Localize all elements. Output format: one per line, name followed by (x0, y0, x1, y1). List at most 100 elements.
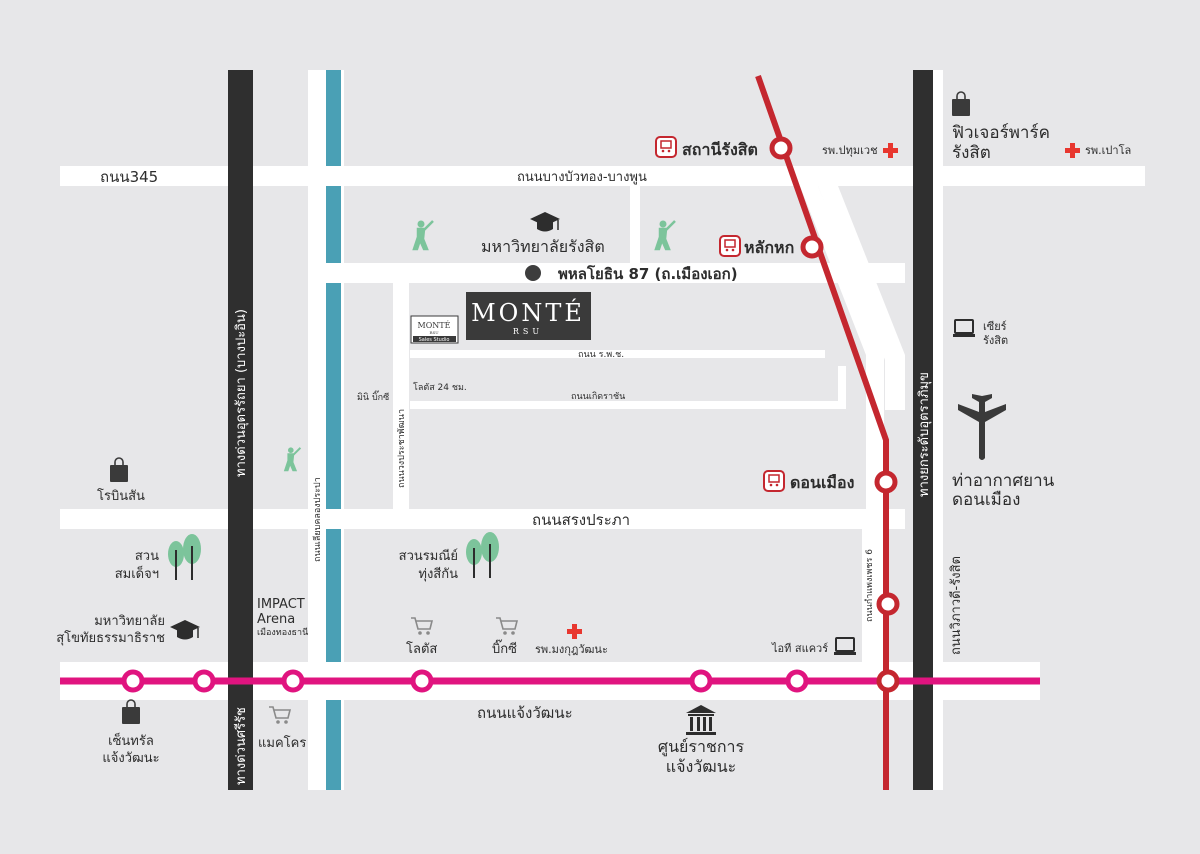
road-vibhavadi-rangsit (933, 70, 943, 790)
poi-label-patumvech: รพ.ปทุมเวช (822, 144, 878, 157)
poi-zeer-rangsit: เซียร์ รังสิต (953, 319, 1008, 347)
canal-crossing-2 (326, 263, 341, 283)
poi-rangsit-university: มหาวิทยาลัยรังสิต (481, 212, 605, 256)
poi-label-stou-2: สุโขทัยธรรมาธิราช (56, 630, 165, 646)
road-label-udon-rattaya: ทางด่วนอุดรรัถยา (บางปะอิน) (234, 309, 249, 477)
hospital-cross-icon (567, 624, 582, 639)
road-label-bangbuathong: ถนนบางบัวทอง-บางพูน (517, 170, 647, 185)
poi-robinson: โรบินสัน (97, 457, 145, 504)
pink-station-2 (192, 669, 216, 693)
canal-crossing-1 (326, 166, 341, 186)
road-phahonyothin-87 (335, 263, 905, 283)
road-label-prachaphatthana: ถนนวงประชาพัฒนา (397, 409, 407, 488)
shopping-bag-icon (122, 699, 140, 724)
poi-label-mongkut: รพ.มงกุฎวัฒนะ (535, 643, 608, 656)
poi-label-stou-1: มหาวิทยาลัย (94, 614, 165, 629)
poi-label-lotus: โลตัส (406, 641, 437, 657)
poi-central-chaengwattana: เซ็นทรัล แจ้งวัฒนะ (102, 699, 160, 766)
road-connector-2 (838, 366, 846, 409)
shopping-bag-icon (110, 457, 128, 482)
poi-label-somdet-1: สวน (135, 549, 159, 564)
hospital-cross-icon (1065, 143, 1080, 158)
shopping-cart-icon (496, 617, 519, 635)
expressway-uttaraphimuk (913, 70, 933, 790)
poi-patumvech-hospital: รพ.ปทุมเวช (822, 143, 898, 158)
road-kamphaeng-phet-6 (800, 186, 884, 662)
road-songprapa (60, 509, 905, 529)
train-icon (655, 136, 677, 158)
road-label-uttaraphimuk: ทางยกระดับอุตราภิมุข (917, 372, 932, 497)
station-label-don-mueang: ดอนเมือง (790, 473, 854, 492)
poi-impact-arena: IMPACT Arena เมืองทองธานี (257, 597, 308, 638)
graduation-cap-icon (170, 620, 200, 640)
poi-don-mueang-airport: ท่าอากาศยาน ดอนเมือง (952, 394, 1055, 510)
red-station-interchange (876, 669, 900, 693)
poi-label-future-park-1: ฟิวเจอร์พาร์ค (952, 123, 1050, 143)
poi-mongkut-hospital: รพ.มงกุฎวัฒนะ (535, 624, 608, 656)
road-label-kerd-rachan: ถนนเกิดราชัน (571, 391, 625, 402)
station-don-mueang: ดอนเมือง (763, 470, 854, 492)
laptop-icon (834, 637, 856, 655)
poi-somdet-park: สวน สมเด็จฯ (115, 534, 201, 582)
expressway-udon-rattaya (228, 70, 253, 790)
golf-icon (654, 220, 676, 251)
poi-label-airport-1: ท่าอากาศยาน (952, 471, 1055, 491)
project-logo: MONTÉ RSU (466, 292, 591, 340)
train-icon (763, 470, 785, 492)
red-station-lak-hok (800, 235, 824, 259)
pink-station-1 (121, 669, 145, 693)
road-label-chaengwattana: ถนนแจ้งวัฒนะ (477, 704, 573, 722)
laptop-icon (953, 319, 975, 337)
poi-label-impact-1: IMPACT (257, 597, 305, 612)
road-label-vibhavadi: ถนนวิภาวดี-รังสิต (948, 556, 964, 655)
poi-label-tesco-24: โลตัส 24 ชม. (413, 382, 467, 393)
poi-label-makro: แมคโคร (258, 735, 306, 751)
red-station-lak-si (876, 592, 900, 616)
poi-stou: มหาวิทยาลัย สุโขทัยธรรมาธิราช (56, 614, 200, 646)
poi-label-zeer-1: เซียร์ (983, 320, 1007, 333)
station-label-rangsit: สถานีรังสิต (682, 140, 758, 159)
poi-label-paolo: รพ.เปาโล (1085, 143, 1131, 157)
hospital-cross-icon (883, 143, 898, 158)
red-station-don-mueang (874, 470, 898, 494)
location-dot-icon (525, 265, 541, 281)
road-label-si-rat: ทางด่วนศรีรัช (233, 707, 249, 785)
road-vibhavadi-ramp (818, 186, 905, 410)
road-label-khlong-prapa: ถนนเลียบคลองประปา (312, 477, 323, 562)
poi-label-thungsikan-2: ทุ่งสีกัน (418, 566, 458, 582)
pink-station-5 (689, 669, 713, 693)
poi-government-complex: ศูนย์ราชการ แจ้งวัฒนะ (658, 705, 745, 776)
poi-label-central-2: แจ้งวัฒนะ (102, 751, 159, 766)
sales-studio-caption: Sales Studio (419, 337, 450, 343)
poi-lotus: โลตัส (406, 617, 437, 657)
airplane-icon (958, 394, 1006, 460)
poi-label-it-square: ไอที สแควร์ (771, 642, 828, 655)
poi-label-airport-2: ดอนเมือง (952, 490, 1020, 510)
pink-station-4 (410, 669, 434, 693)
road-ros (410, 350, 825, 358)
poi-label-thungsikan-1: สวนรมณีย์ (399, 548, 458, 564)
pink-line-stations (121, 669, 809, 693)
shopping-bag-icon (952, 91, 970, 116)
poi-label-government-2: แจ้งวัฒนะ (666, 757, 736, 776)
station-label-lak-hok: หลักหก (744, 238, 794, 257)
poi-makro: แมคโคร (258, 706, 306, 751)
graduation-cap-icon (530, 212, 560, 232)
golf-icon (283, 447, 302, 472)
poi-label-bigc: บิ๊กซี (492, 639, 517, 657)
poi-label-robinson: โรบินสัน (97, 488, 145, 504)
station-lak-hok: หลักหก (719, 235, 794, 257)
road-label-songprapa: ถนนสรงประภา (532, 511, 630, 529)
canal-khlong-prapa (326, 70, 341, 790)
sales-studio-logo: MONTÉ RSU Sales Studio (410, 315, 459, 344)
poi-bigc: บิ๊กซี (492, 617, 519, 657)
road-label-phahonyothin-87: พหลโยธิน 87 (ถ.เมืองเอก) (558, 264, 738, 283)
government-building-icon (686, 705, 716, 735)
road-connector (630, 186, 640, 263)
road-label-kamphaeng-phet-6: ถนนกำแพงเพชร 6 (864, 549, 875, 622)
train-icon (719, 235, 741, 257)
poi-label-government-1: ศูนย์ราชการ (658, 737, 745, 757)
tree-icon (168, 534, 201, 580)
tree-icon (466, 532, 499, 578)
